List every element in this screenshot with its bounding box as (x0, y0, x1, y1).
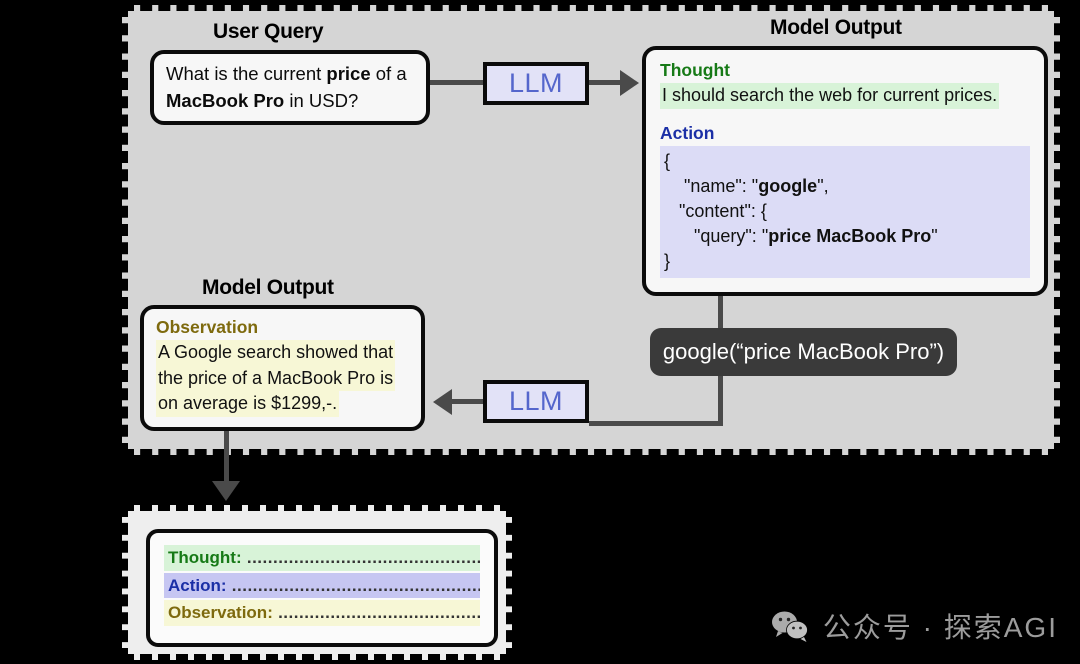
tool-call-pill[interactable]: google(“price MacBook Pro”) (650, 328, 957, 376)
user-query-card: What is the current price of a MacBook P… (150, 50, 430, 125)
legend-row-thought: Thought: ...............................… (164, 545, 480, 571)
legend-panel: Thought: ...............................… (122, 505, 512, 660)
legend-card: Thought: ...............................… (146, 529, 498, 647)
model-output-bottom-caption: Model Output (202, 276, 334, 299)
connector-tool-to-llm-horizontal (589, 421, 723, 426)
user-query-line1-b: of a (370, 63, 407, 85)
connector-query-to-llm (430, 80, 483, 85)
legend-observation-dots: ........................................… (272, 603, 480, 623)
model-output-top-card: Thought I should search the web for curr… (642, 46, 1048, 296)
connector-observation-to-legend (224, 431, 229, 483)
user-query-line1-a: What is the current (166, 63, 327, 85)
thought-label: Thought (660, 60, 730, 80)
observation-line-2: the price of a MacBook Pro is (156, 365, 396, 392)
action-json-block: { "name": "google", "content": { "query"… (660, 145, 1030, 279)
user-query-macbook-bold: MacBook Pro (166, 89, 285, 111)
legend-thought-label: Thought: (168, 548, 242, 567)
connector-llm-to-output (589, 80, 626, 85)
legend-action-dots: ........................................… (231, 575, 480, 595)
observation-line-3: on average is $1299,-. (156, 391, 340, 418)
user-query-line2-b: in USD? (284, 89, 359, 111)
json-line-4-pre: "query": " (664, 226, 769, 247)
connector-llm-to-observation (452, 399, 483, 404)
json-line-2-post: ", (817, 175, 829, 196)
arrow-down-icon (212, 481, 240, 501)
json-line-5: } (664, 251, 671, 272)
user-query-text: What is the current price of a MacBook P… (166, 61, 407, 114)
thought-text: I should search the web for current pric… (660, 82, 1000, 109)
observation-label: Observation (156, 317, 259, 337)
wechat-icon (771, 610, 811, 642)
thought-text-wrap: I should search the web for current pric… (660, 82, 1030, 109)
legend-thought-dots: ........................................… (246, 548, 480, 567)
legend-row-observation: Observation: ...........................… (164, 600, 480, 626)
legend-row-action: Action: ................................… (164, 572, 480, 599)
json-query-value: price MacBook Pro (768, 226, 932, 247)
observation-line-1: A Google search showed that (156, 339, 396, 366)
user-query-price-bold: price (326, 63, 371, 85)
arrow-left-icon (433, 389, 452, 415)
legend-observation-label: Observation: (168, 603, 273, 623)
action-label: Action (660, 122, 715, 143)
llm-box-top[interactable]: LLM (483, 62, 589, 105)
json-name-value: google (758, 175, 818, 196)
observation-text-wrap: A Google search showed that the price of… (156, 339, 409, 418)
model-output-top-caption: Model Output (770, 16, 902, 39)
json-line-3: "content": { (664, 200, 767, 221)
user-query-caption: User Query (213, 20, 324, 43)
json-line-4-post: " (931, 226, 938, 247)
observation-card: Observation A Google search showed that … (140, 305, 425, 431)
json-line-2-pre: "name": " (664, 175, 759, 196)
arrow-right-icon-top (620, 70, 639, 96)
json-line-1: { (664, 150, 671, 171)
watermark: 公众号 · 探索AGI (771, 606, 1058, 646)
watermark-text: 公众号 · 探索AGI (822, 612, 1058, 643)
legend-action-label: Action: (168, 575, 227, 595)
llm-box-bottom[interactable]: LLM (483, 380, 589, 423)
